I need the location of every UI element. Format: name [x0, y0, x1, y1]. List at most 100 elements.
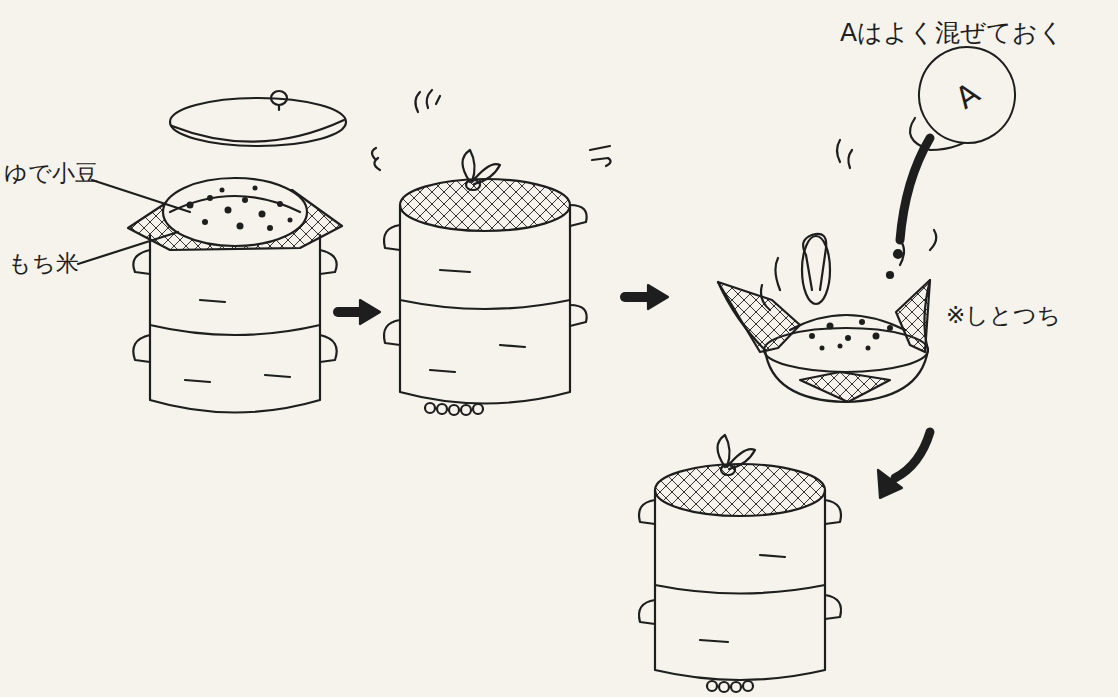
- flow-arrow: [648, 285, 668, 309]
- steamer-steaming: [400, 179, 570, 231]
- steamer-open: [170, 98, 346, 146]
- steamer-steaming: [825, 595, 841, 619]
- steamer-steaming: [473, 404, 483, 414]
- leader-line: [78, 232, 178, 264]
- steamer-steaming: [372, 90, 611, 415]
- steamer-steaming: [463, 150, 501, 184]
- mixing-bowl: [837, 140, 852, 168]
- pouring-liquid: [900, 138, 930, 240]
- steamer-open: [288, 218, 293, 223]
- pouring-liquid: [894, 250, 902, 258]
- steamer-open: [278, 105, 280, 110]
- steamer-steaming: [639, 500, 655, 524]
- part-label: ゆで小豆: [4, 160, 98, 188]
- steamer-open: [271, 91, 287, 105]
- steamer-open: [237, 223, 244, 230]
- steamer-steaming: [461, 405, 471, 415]
- burner-flame: [425, 403, 483, 415]
- steamer-open: [133, 335, 150, 362]
- mixing-bowl: [887, 325, 893, 331]
- steamer-steaming: [570, 305, 587, 326]
- steamer-open: [220, 188, 225, 193]
- mixing-bowl: [718, 282, 800, 352]
- steamer-steaming: [384, 320, 400, 345]
- steamer-steaming: [639, 435, 841, 692]
- steamer-open: [320, 250, 337, 274]
- mixing-bowl: [802, 236, 830, 304]
- steamer-steaming: [437, 404, 447, 414]
- steamer-open: [267, 225, 273, 231]
- steamer-open: [163, 178, 307, 246]
- mixing-bowl: [859, 319, 865, 325]
- steamer-steaming: [825, 500, 841, 524]
- steamer-steaming: [570, 205, 587, 226]
- steamer-steaming: [655, 585, 825, 680]
- flow-arrow: [625, 292, 650, 302]
- steamer-steaming: [400, 300, 570, 404]
- steamer-steaming: [743, 681, 753, 691]
- mixing-bowl: [873, 333, 880, 340]
- steamer-steaming: [466, 180, 480, 190]
- sketch-line: [78, 90, 980, 692]
- mixing-bowl: [896, 280, 930, 352]
- steamer-steaming: [718, 435, 756, 469]
- steamer-open: [242, 197, 248, 203]
- steamer-steaming: [700, 555, 785, 642]
- steamer-steaming: [707, 681, 717, 691]
- flow-arrow: [895, 432, 930, 478]
- steamer-steaming: [590, 146, 611, 166]
- pouring-liquid: [887, 138, 930, 278]
- part-label: もち米: [8, 250, 79, 278]
- steamer-steaming: [425, 403, 435, 413]
- steamer-open: [207, 195, 213, 201]
- leader-line: [78, 180, 190, 264]
- steamer-steaming: [430, 270, 525, 372]
- burner-flame: [707, 681, 753, 692]
- mixing-bowl: [827, 323, 834, 330]
- steamer-steaming: [721, 465, 735, 475]
- steamer-steaming: [639, 600, 655, 624]
- mixing-bowl: [838, 344, 843, 349]
- mixing-bowl: [820, 346, 825, 351]
- bowl-label: A: [949, 75, 986, 115]
- mixing-bowl: [809, 319, 893, 351]
- steamer-open: [253, 186, 258, 191]
- pouring-liquid: [887, 272, 893, 278]
- steamer-open: [170, 196, 300, 212]
- steamer-steaming: [384, 225, 400, 250]
- steamer-open: [202, 219, 208, 225]
- note-text: Aはよく混ぜておく: [840, 18, 1064, 48]
- steamer-open: [225, 207, 232, 214]
- steamer-steaming: [719, 682, 729, 692]
- steamer-steaming: [415, 90, 440, 112]
- mixing-bowl: [790, 315, 905, 330]
- steamer-steaming: [372, 148, 380, 170]
- mixing-bowl: [845, 335, 851, 341]
- steamer-open: [133, 250, 150, 274]
- steamer-open: [172, 120, 344, 142]
- steamer-open: [277, 201, 283, 207]
- mixing-bowl: [866, 346, 871, 351]
- ingredient-bowl: A: [899, 27, 1035, 163]
- steamer-steaming: [569, 205, 571, 300]
- flow-arrow: [360, 300, 380, 324]
- steamer-open: [187, 202, 194, 209]
- steamer-steaming: [449, 405, 459, 415]
- steamer-steaming: [655, 464, 825, 516]
- steamer-open: [128, 91, 346, 413]
- steamer-open: [150, 325, 320, 413]
- mixing-bowl: [800, 372, 890, 402]
- steamer-open: [185, 300, 290, 382]
- steamer-open: [259, 211, 266, 218]
- note-text: ※しとつち: [946, 302, 1061, 330]
- mixing-bowl: [761, 230, 936, 310]
- steamer-steaming: [731, 682, 741, 692]
- steamer-open: [187, 186, 293, 232]
- flow-arrow: [878, 470, 902, 498]
- flow-arrow: [338, 307, 362, 317]
- steamer-open: [320, 335, 337, 362]
- mixing-bowl: [924, 280, 930, 350]
- mixing-bowl: [809, 333, 815, 339]
- mixing-bowl: [765, 350, 928, 402]
- mixing-bowl: [718, 282, 765, 350]
